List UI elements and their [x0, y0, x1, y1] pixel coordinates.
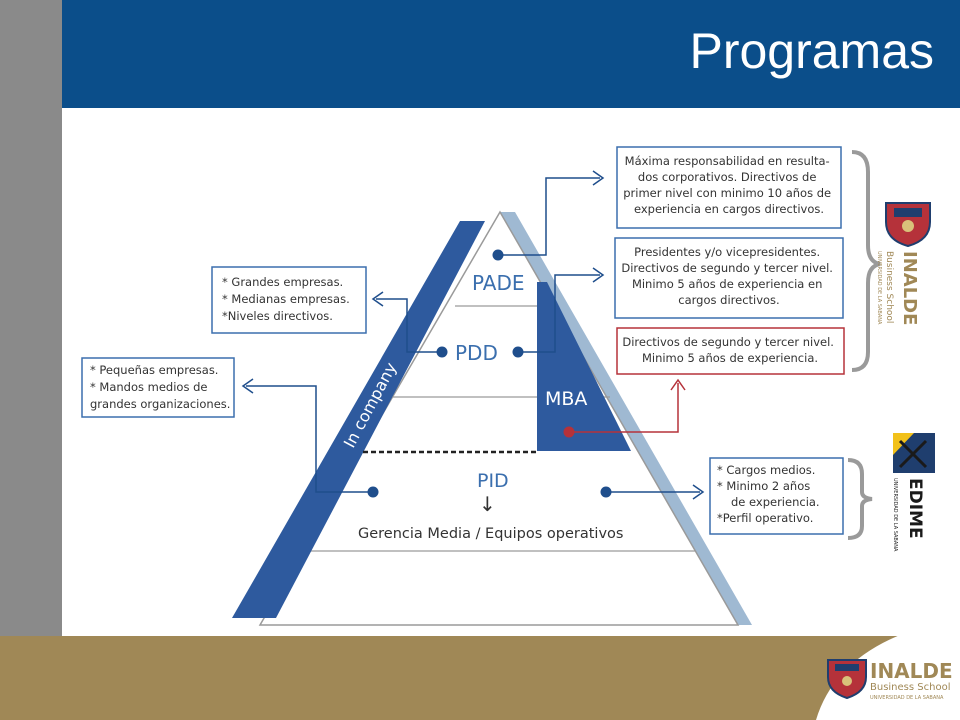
box-line: primer nivel con minimo 10 años de — [623, 186, 831, 200]
box-line: Directivos de segundo y tercer nivel. — [621, 261, 833, 275]
box-line: Minimo 5 años de experiencia en — [632, 277, 822, 291]
box-line: *Niveles directivos. — [222, 309, 333, 323]
box-line: * Cargos medios. — [717, 463, 815, 477]
inalde-shield-band-icon — [894, 208, 922, 217]
base-label: Gerencia Media / Equipos operativos — [358, 526, 623, 542]
connector-pdd-right — [518, 274, 600, 353]
edime-side-sub: UNIVERSIDAD DE LA SABANA — [892, 478, 898, 552]
footer-logo-name: INALDE — [870, 659, 953, 683]
box-line: * Pequeñas empresas. — [90, 363, 218, 377]
box-line: * Grandes empresas. — [222, 275, 343, 289]
info-box-pdd-text: Presidentes y/o vicepresidentes. Directi… — [621, 245, 836, 307]
info-box-pdd-left — [211, 266, 367, 334]
box-line: Minimo 5 años de experiencia. — [642, 351, 818, 365]
box-line: Presidentes y/o vicepresidentes. — [634, 245, 820, 259]
inalde-side-univ: UNIVERSIDAD DE LA SABANA — [876, 251, 882, 325]
footer-bar — [0, 636, 960, 720]
page-title: Programas — [689, 23, 934, 79]
programs-diagram: In company PADE PDD MBA PID ↓ Gerencia M… — [81, 146, 935, 626]
arrowhead-pade — [592, 170, 605, 186]
connector-pid-left — [246, 385, 373, 493]
inalde-side-sub: Business School — [884, 251, 894, 323]
footer-curve — [816, 636, 960, 720]
level-label-pade: PADE — [472, 271, 525, 295]
info-box-pid — [709, 457, 844, 535]
info-box-mba — [616, 327, 845, 375]
connector-pdd-left — [376, 298, 442, 353]
edime-emblem-cross2-icon — [898, 439, 928, 469]
info-box-pade-text: Máxima responsabilidad en resulta- dos c… — [623, 154, 835, 216]
box-line: Directivos de segundo y tercer nivel. — [622, 335, 834, 349]
box-line: de experiencia. — [731, 495, 820, 509]
inalde-side-logo: INALDE Business School UNIVERSIDAD DE LA… — [876, 202, 931, 325]
info-box-pid-left — [81, 357, 235, 418]
box-line: * Mandos medios de — [90, 380, 207, 394]
info-box-mba-text: Directivos de segundo y tercer nivel. Mi… — [622, 335, 837, 365]
box-line: * Medianas empresas. — [222, 292, 350, 306]
brace-inalde — [851, 150, 881, 372]
left-rail — [0, 0, 62, 720]
header-bar: Programas — [62, 0, 960, 108]
level-label-pid: PID — [477, 470, 509, 492]
level-label-pdd: PDD — [455, 341, 498, 365]
info-box-pid-text: * Cargos medios. * Minimo 2 años de expe… — [717, 463, 823, 525]
box-line: * Minimo 2 años — [717, 479, 810, 493]
arrowhead-pid-right — [692, 484, 705, 500]
box-line: Máxima responsabilidad en resulta- — [625, 154, 830, 168]
footer-logo-sub: Business School — [870, 682, 950, 693]
connector-pade — [498, 177, 600, 256]
mba-block — [537, 282, 631, 451]
arrowhead-mba — [670, 378, 686, 391]
arrowhead-pid-left — [241, 378, 254, 394]
footer-shield-emblem-icon — [842, 676, 852, 686]
box-line: experiencia en cargos directivos. — [634, 202, 824, 216]
down-arrow-icon: ↓ — [479, 492, 496, 516]
footer-shield-band-icon — [835, 664, 859, 671]
inalde-shield-emblem-icon — [902, 220, 914, 232]
info-box-pid-left-text: * Pequeñas empresas. * Mandos medios de … — [90, 363, 230, 411]
in-company-band — [232, 221, 485, 618]
arrowhead-pdd-left — [371, 291, 384, 307]
info-box-pdd — [614, 237, 844, 319]
info-box-pade — [616, 146, 842, 229]
brace-edime — [847, 458, 873, 540]
box-line: grandes organizaciones. — [90, 397, 230, 411]
header-gap — [62, 108, 960, 128]
inalde-side-name: INALDE — [899, 251, 920, 325]
box-line: *Perfil operativo. — [717, 511, 813, 525]
arrowhead-pdd-right — [592, 267, 605, 283]
connector-mba — [569, 383, 679, 433]
inalde-footer-logo: INALDE Business School UNIVERSIDAD DE LA… — [816, 636, 960, 720]
edime-side-logo: EDIME UNIVERSIDAD DE LA SABANA — [892, 433, 935, 552]
box-line: cargos directivos. — [678, 293, 779, 307]
info-box-pdd-left-text: * Grandes empresas. * Medianas empresas.… — [222, 275, 353, 323]
box-line: dos corporativos. Directivos de — [638, 170, 817, 184]
edime-side-name: EDIME — [905, 478, 925, 539]
level-label-mba: MBA — [545, 388, 587, 410]
footer-logo-univ: UNIVERSIDAD DE LA SABANA — [870, 695, 944, 701]
